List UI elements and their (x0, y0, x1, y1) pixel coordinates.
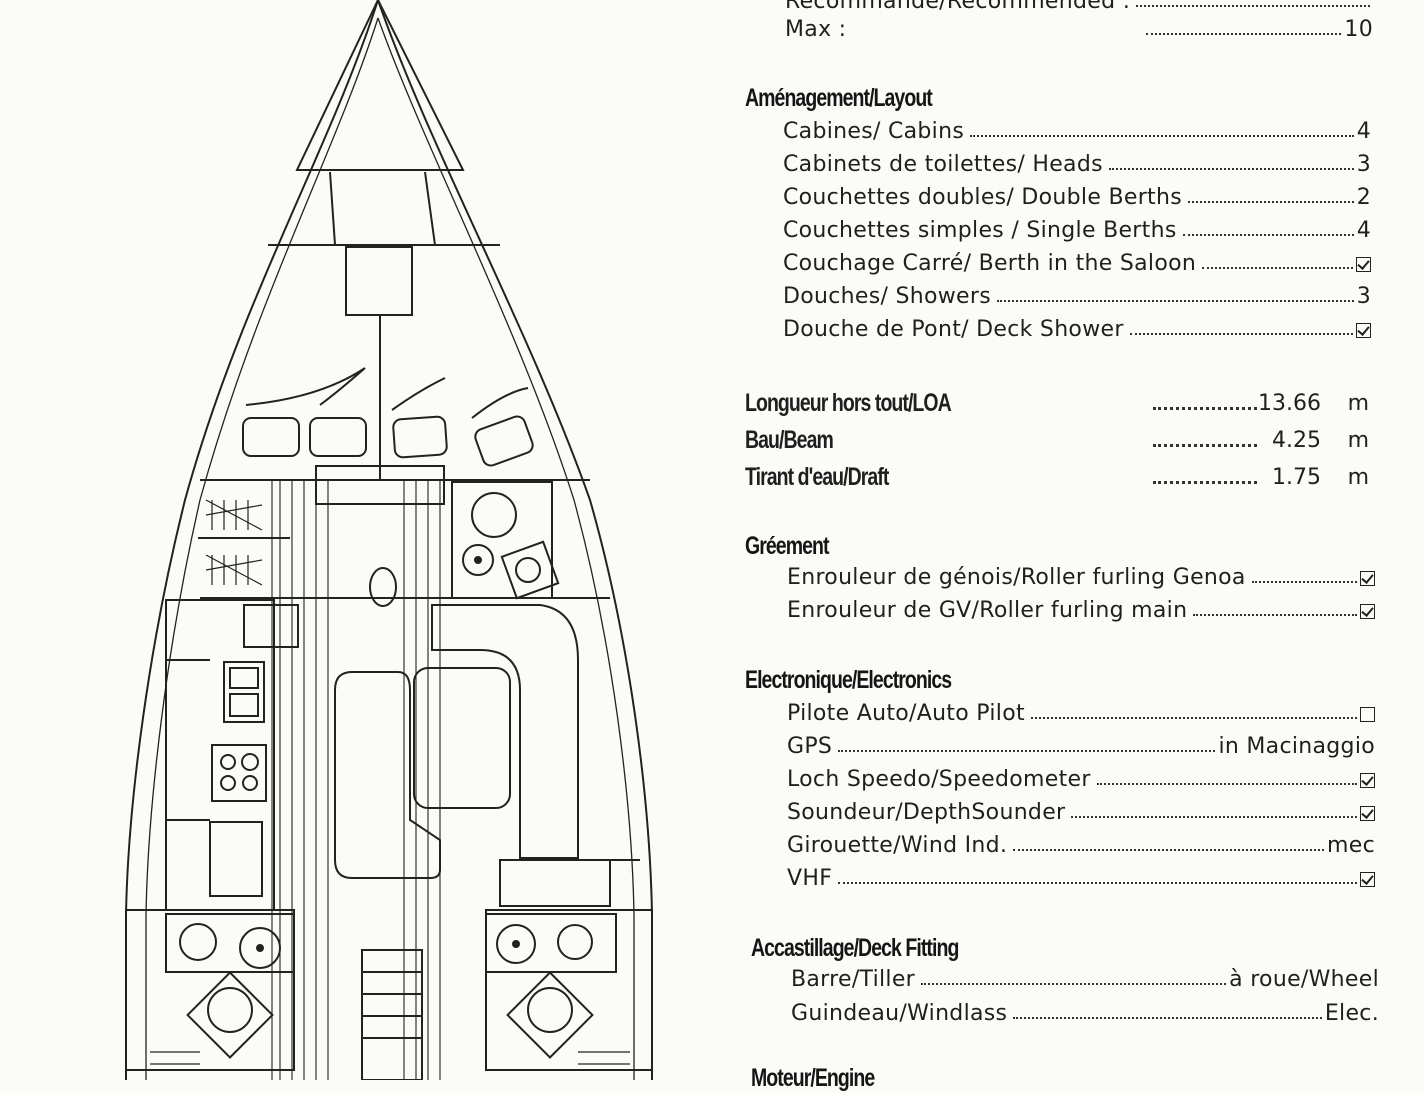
spec-value: à roue/Wheel (1229, 967, 1379, 992)
spec-row: Soundeur/DepthSounder (787, 795, 1375, 825)
spec-label: Cabinets de toilettes/ Heads (783, 152, 1103, 177)
forward-head (451, 481, 553, 599)
rigging-heading: Gréement (745, 532, 829, 560)
aft-head-starboard (485, 909, 653, 1071)
hanging-locker (205, 499, 263, 586)
deck-heading: Accastillage/Deck Fitting (751, 934, 959, 962)
spec-value: 3 (1356, 284, 1371, 309)
spec-row: Pilote Auto/Auto Pilot (787, 696, 1375, 726)
spec-row: Cabinets de toilettes/ Heads 3 (783, 147, 1371, 177)
spec-label: Loch Speedo/Speedometer (787, 767, 1091, 792)
spec-label: Soundeur/DepthSounder (787, 800, 1066, 825)
spec-label: Enrouleur de génois/Roller furling Genoa (787, 565, 1246, 590)
forepeak (295, 0, 465, 171)
spec-label: Cabines/ Cabins (783, 119, 965, 144)
checked-checkbox (1360, 872, 1375, 887)
spec-row: VHF (787, 861, 1375, 891)
spec-row: Guindeau/Windlass Elec. (791, 996, 1379, 1026)
spec-label: GPS (787, 734, 833, 759)
spec-label: Couchage Carré/ Berth in the Saloon (783, 251, 1197, 276)
spec-value: 4 (1356, 218, 1371, 243)
mast-step (369, 567, 397, 607)
dimension-value: 13.66 (1258, 391, 1321, 416)
spec-row: Barre/Tiller à roue/Wheel (791, 962, 1379, 992)
saloon-table (334, 604, 640, 907)
dimension-label: Longueur hors tout/LOA (745, 389, 952, 417)
spec-row: GPS in Macinaggio (787, 729, 1375, 759)
spec-label: Couchettes simples / Single Berths (783, 218, 1177, 243)
spec-value: 3 (1356, 152, 1371, 177)
dimension-unit: m (1347, 465, 1369, 490)
spec-label: Enrouleur de GV/Roller furling main (787, 598, 1188, 623)
dimension-label: Tirant d'eau/Draft (745, 463, 889, 491)
galley (165, 599, 299, 911)
spec-row: Douches/ Showers 3 (783, 279, 1371, 309)
spec-label: Douches/ Showers (783, 284, 991, 309)
dimension-unit: m (1347, 428, 1369, 453)
spec-row: Girouette/Wind Ind. mec (787, 828, 1375, 858)
electronics-heading: Electronique/Electronics (745, 666, 952, 694)
dimension-row: Longueur hors tout/LOA 13.66 m (745, 384, 1369, 418)
dimension-row: Tirant d'eau/Draft 1.75 m (745, 458, 1369, 492)
spec-row: Enrouleur de GV/Roller furling main (787, 593, 1375, 623)
unchecked-checkbox (1360, 707, 1375, 722)
layout-heading: Aménagement/Layout (745, 84, 933, 112)
spec-row: Couchage Carré/ Berth in the Saloon (783, 246, 1371, 276)
checked-checkbox (1360, 571, 1375, 586)
engine-heading: Moteur/Engine (751, 1064, 875, 1092)
spec-row: Enrouleur de génois/Roller furling Genoa (787, 560, 1375, 590)
dimension-value: 1.75 (1272, 465, 1321, 490)
spec-label: Barre/Tiller (791, 967, 916, 992)
checked-checkbox (1356, 323, 1371, 338)
capacity-max-row: Max : 10 (785, 17, 1373, 42)
spec-value: Elec. (1324, 1001, 1379, 1026)
spec-value: 2 (1356, 185, 1371, 210)
hull-outline (125, 0, 653, 1080)
checked-checkbox (1360, 604, 1375, 619)
forward-pillows (242, 415, 534, 467)
spec-label: Girouette/Wind Ind. (787, 833, 1008, 858)
aft-head-port (125, 909, 295, 1071)
spec-value: 4 (1356, 119, 1371, 144)
spec-row: Couchettes simples / Single Berths 4 (783, 213, 1371, 243)
dimension-label: Bau/Beam (745, 426, 834, 454)
spec-label: Couchettes doubles/ Double Berths (783, 185, 1182, 210)
companionway-steps (361, 949, 423, 1080)
checked-checkbox (1356, 257, 1371, 272)
spec-label: Douche de Pont/ Deck Shower (783, 317, 1124, 342)
spec-label: Guindeau/Windlass (791, 1001, 1008, 1026)
dimension-row: Bau/Beam 4.25 m (745, 421, 1369, 455)
spec-row: Couchettes doubles/ Double Berths 2 (783, 180, 1371, 210)
spec-row: Cabines/ Cabins 4 (783, 114, 1371, 144)
spec-value: mec (1327, 833, 1375, 858)
boat-layout-plan (125, 0, 653, 1080)
checked-checkbox (1360, 773, 1375, 788)
spec-label: VHF (787, 866, 833, 891)
capacity-recommended-row: Recommandé/Recommended : (785, 0, 1373, 14)
chain-locker (345, 246, 413, 316)
spec-value: in Macinaggio (1218, 734, 1375, 759)
spec-row: Douche de Pont/ Deck Shower (783, 312, 1371, 342)
dimension-value: 4.25 (1272, 428, 1321, 453)
floorboards (271, 480, 441, 1080)
dimension-unit: m (1347, 391, 1369, 416)
spec-row: Loch Speedo/Speedometer (787, 762, 1375, 792)
spec-label: Pilote Auto/Auto Pilot (787, 701, 1025, 726)
checked-checkbox (1360, 806, 1375, 821)
